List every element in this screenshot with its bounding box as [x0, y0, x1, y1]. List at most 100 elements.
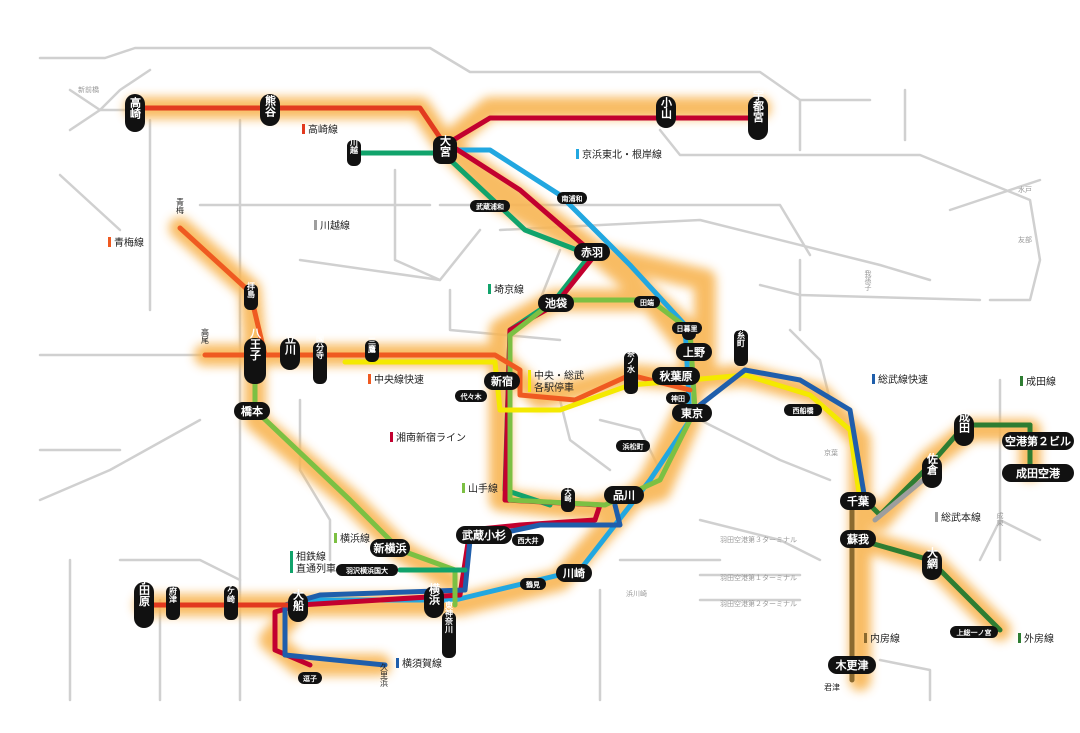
station-sakura-label: 佐倉 [926, 452, 940, 476]
station-nippori[interactable]: 日暮里 [672, 322, 702, 334]
station-shinjuku[interactable]: 新宿 [484, 372, 520, 390]
legend-kawagoe: 川越線 [314, 219, 350, 232]
station-musashi-urawa[interactable]: 武蔵浦和 [470, 200, 510, 212]
station-kawasaki[interactable]: 川崎 [556, 564, 592, 582]
station-takasaki[interactable]: 高崎 [125, 94, 145, 132]
station-kokubunji-label: 国分寺 [316, 334, 325, 360]
station-minami-urawa[interactable]: 南浦和 [557, 192, 587, 204]
station-kanda-label: 神田 [671, 394, 685, 403]
legend-uchibo-label: 内房線 [870, 632, 900, 645]
legend-ome-label: 青梅線 [114, 236, 144, 249]
station-omiya[interactable]: 大宮 [433, 134, 457, 164]
station-hashimoto[interactable]: 橋本 [234, 402, 270, 420]
station-shin-yokohama-label: 新横浜 [374, 541, 407, 555]
station-kisarazu[interactable]: 木更津 [828, 656, 876, 674]
station-narita[interactable]: 成田 [954, 410, 974, 446]
station-zushi[interactable]: 逗子 [298, 672, 322, 684]
station-tachikawa-label: 立川 [284, 332, 298, 355]
station-ochanomizu[interactable]: 御茶ノ水 [624, 340, 638, 394]
grey-label-mito: 水戸 [1018, 185, 1032, 194]
utsunomiya-line [442, 115, 763, 148]
station-kurihama-label: 久里浜 [380, 662, 389, 688]
station-akihabara-label: 秋葉原 [660, 369, 693, 383]
legend-chuo-sobu-label-2: 各駅停車 [534, 381, 574, 394]
station-mitaka[interactable]: 三鷹 [365, 337, 379, 362]
station-hamamatsucho-label: 浜松町 [623, 442, 644, 451]
station-odawara[interactable]: 小田原 [134, 572, 154, 628]
station-minami-urawa-label: 南浦和 [562, 194, 583, 203]
legend-uchibo: 内房線 [864, 632, 900, 645]
legend-sotobo-label: 外房線 [1024, 632, 1054, 645]
station-ofuna[interactable]: 大船 [288, 588, 308, 622]
grey-label-haneda1: 羽田空港第１ターミナル [720, 573, 797, 582]
station-kinshicho[interactable]: 錦糸町 [734, 322, 748, 366]
grey-label-hamakawasaki: 浜川崎 [626, 589, 647, 598]
station-kazusa-ichinomiya[interactable]: 上総一ノ宮 [950, 626, 998, 638]
station-oami[interactable]: 大網 [922, 546, 942, 580]
station-chiba-label: 千葉 [847, 494, 870, 508]
station-soga[interactable]: 蘇我 [840, 530, 876, 548]
station-nishi-oi[interactable]: 西大井 [512, 534, 544, 546]
station-chigasaki[interactable]: 茅ケ崎 [224, 578, 238, 620]
station-tabata-label: 田端 [640, 298, 654, 307]
station-hachioji[interactable]: 八王子 [244, 327, 266, 384]
station-osaki[interactable]: 大崎 [561, 487, 575, 512]
station-ome-label: 青梅 [176, 197, 185, 215]
station-hamamatsucho[interactable]: 浜松町 [616, 440, 650, 452]
station-kumagaya[interactable]: 熊谷 [260, 94, 280, 126]
legend-ome: 青梅線 [108, 236, 144, 249]
station-tokyo[interactable]: 東京 [672, 404, 712, 422]
station-kinshicho-label: 錦糸町 [737, 322, 746, 348]
station-oyama[interactable]: 小山 [656, 96, 676, 128]
legend-saikyo: 埼京線 [488, 283, 524, 296]
legend-sotetsu-label-1: 相鉄線 [296, 550, 326, 563]
station-ueno[interactable]: 上野 [676, 343, 712, 361]
station-shinagawa-label: 品川 [613, 489, 635, 502]
station-kokubunji[interactable]: 国分寺 [313, 334, 327, 384]
station-shinagawa[interactable]: 品川 [604, 486, 644, 504]
station-nishi-funabashi[interactable]: 西船橋 [784, 404, 822, 416]
station-narita-airport-label: 成田空港 [1016, 466, 1061, 480]
legend-takasaki: 高崎線 [302, 123, 338, 136]
station-airport2[interactable]: 空港第２ビル [1002, 432, 1074, 450]
station-chiba[interactable]: 千葉 [840, 492, 876, 510]
station-akabane[interactable]: 赤羽 [574, 243, 610, 261]
station-tachikawa[interactable]: 立川 [280, 332, 300, 370]
station-shin-yokohama[interactable]: 新横浜 [370, 539, 410, 557]
yokohama-line [252, 352, 458, 608]
legend-saikyo-label: 埼京線 [494, 283, 524, 296]
legend-chuo-sobu-label-1: 中央・総武 [534, 369, 584, 382]
station-higashi-kanagawa[interactable]: 東神奈川 [442, 600, 456, 658]
grey-label-haneda2: 羽田空港第２ターミナル [720, 599, 797, 608]
station-kozu[interactable]: 国府津 [166, 578, 180, 620]
grey-label-haneda3: 羽田空港第３ターミナル [720, 535, 797, 544]
station-kawagoe-label: 川越 [349, 138, 359, 155]
station-kawagoe[interactable]: 川越 [347, 138, 361, 166]
station-kisarazu-label: 木更津 [835, 658, 869, 672]
station-yoyogi[interactable]: 代々木 [455, 390, 487, 402]
station-airport2-label: 空港第２ビル [1005, 434, 1071, 448]
station-takasaki-label: 高崎 [129, 96, 142, 120]
station-utsunomiya[interactable]: 宇都宮 [748, 88, 768, 140]
station-kanda[interactable]: 神田 [666, 392, 690, 404]
station-ikebukuro[interactable]: 池袋 [538, 294, 574, 312]
station-hazawa[interactable]: 羽沢横浜国大 [336, 564, 398, 576]
station-narita-airport[interactable]: 成田空港 [1002, 464, 1074, 482]
station-tabata[interactable]: 田端 [634, 296, 660, 308]
station-tsurumi[interactable]: 鶴見 [520, 578, 546, 590]
station-haijima[interactable]: 拝島 [244, 281, 258, 310]
station-nishi-oi-label: 西大井 [518, 536, 539, 545]
grey-label-tomobe: 友部 [1018, 235, 1032, 244]
legend-sotetsu: 相鉄線 直通列車 [290, 550, 336, 575]
legend-shonan-label: 湘南新宿ライン [396, 431, 466, 444]
legend-chuo-sobu: 中央・総武 各駅停車 [528, 369, 584, 394]
station-sakura[interactable]: 佐倉 [922, 452, 942, 488]
station-yokohama[interactable]: 横浜 [424, 582, 444, 618]
legend-yokohama: 横浜線 [334, 532, 370, 545]
legend-yokosuka: 横須賀線 [396, 657, 442, 670]
station-zushi-label: 逗子 [303, 674, 317, 683]
station-akihabara[interactable]: 秋葉原 [652, 367, 700, 385]
small-vertical-station-badges: 川越 拝島 国分寺 三鷹 御茶ノ水 錦糸町 国府津 [166, 138, 748, 688]
station-musashi-kosugi[interactable]: 武蔵小杉 [456, 526, 512, 544]
legend-kawagoe-label: 川越線 [320, 219, 350, 232]
